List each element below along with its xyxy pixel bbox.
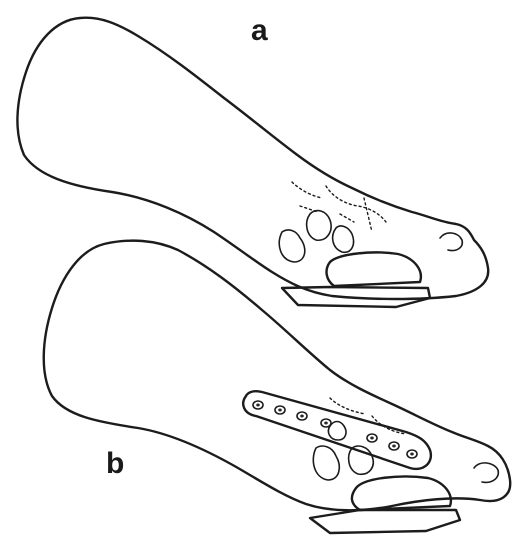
outline-a-cavity-2 xyxy=(307,211,331,241)
outline-a-snout xyxy=(440,233,462,251)
outline-a-detail-3 xyxy=(364,198,372,232)
outline-b-sockets xyxy=(253,401,417,458)
tooth-socket-dot xyxy=(256,404,260,407)
tooth-socket-dot xyxy=(300,415,304,418)
tooth-socket-dot xyxy=(410,453,414,456)
outline-a-cavity-3 xyxy=(333,226,354,252)
outline-b-cavity-1 xyxy=(313,446,339,480)
outline-a-detail-1 xyxy=(292,182,322,198)
outline-a-detail-2 xyxy=(326,186,386,222)
panel-label-a: a xyxy=(251,16,268,46)
outline-b-jaw xyxy=(310,510,460,533)
tooth-socket-dot xyxy=(392,445,396,448)
outline-a-bar xyxy=(327,252,421,286)
panel-label-b: b xyxy=(106,449,124,479)
outline-b-snout xyxy=(474,463,498,482)
tooth-socket-dot xyxy=(324,422,328,425)
tooth-socket-dot xyxy=(370,437,374,440)
tooth-socket-dot xyxy=(278,409,282,412)
outline-a-cavity-1 xyxy=(279,230,305,262)
outline-a xyxy=(17,18,488,307)
outline-b xyxy=(44,241,510,533)
outline-a-body xyxy=(17,18,488,299)
